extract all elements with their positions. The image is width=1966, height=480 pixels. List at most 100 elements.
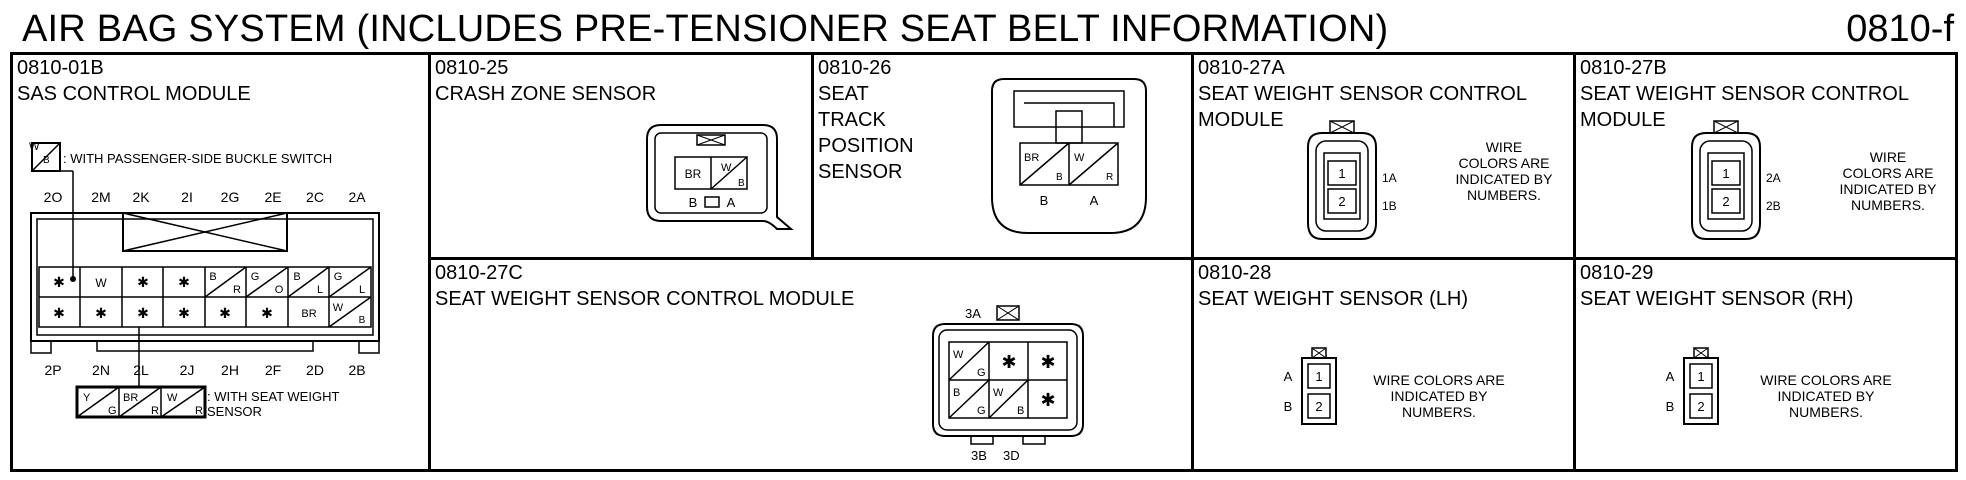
svg-text:✱: ✱	[219, 305, 231, 321]
svg-text:2B: 2B	[1766, 199, 1781, 213]
svg-text:1B: 1B	[1382, 199, 1397, 213]
svg-text:✱: ✱	[1001, 352, 1016, 372]
connector-name: SAS CONTROL MODULE	[17, 83, 251, 105]
connector-code: 0810-26	[818, 57, 892, 79]
svg-text:✱: ✱	[261, 305, 273, 321]
svg-text:A: A	[1090, 193, 1099, 208]
pin-label: 2M	[91, 189, 110, 205]
svg-text:G: G	[977, 367, 986, 379]
svg-text:BR: BR	[301, 308, 316, 320]
connector-0810-25: 0810-25 CRASH ZONE SENSOR BR W B B A	[431, 55, 811, 257]
svg-text:3A: 3A	[965, 306, 981, 321]
connector-code: 0810-27B	[1580, 57, 1667, 79]
connector-0810-29: 0810-29 SEAT WEIGHT SENSOR (RH) 1 2 A B …	[1576, 260, 1958, 469]
connector-grid: 0810-01B SAS CONTROL MODULE 2O 2M 2K 2I …	[10, 52, 1958, 472]
connector-name: SEAT	[818, 83, 869, 105]
svg-text:A: A	[1666, 369, 1675, 384]
pin-label: 2I	[181, 189, 193, 205]
connector-code: 0810-27C	[435, 262, 523, 284]
svg-text:2: 2	[1697, 399, 1704, 414]
divider	[1191, 55, 1194, 469]
svg-text:W: W	[953, 349, 964, 361]
connector-name: POSITION	[818, 135, 914, 157]
connector-code: 0810-27A	[1198, 57, 1285, 79]
connector-0810-28: 0810-28 SEAT WEIGHT SENSOR (LH) 1 2 A B …	[1194, 260, 1573, 469]
connector-code: 0810-01B	[17, 57, 104, 79]
svg-text:2J: 2J	[180, 362, 195, 378]
svg-text:✱: ✱	[53, 305, 65, 321]
svg-text:2P: 2P	[44, 362, 61, 378]
sas-connector-drawing: 2O 2M 2K 2I 2G 2E 2C 2A	[30, 142, 380, 419]
svg-text:2D: 2D	[306, 362, 324, 378]
svg-text:W: W	[167, 392, 178, 404]
svg-text:1: 1	[1697, 369, 1704, 384]
svg-text:✱: ✱	[178, 274, 190, 290]
connector-drawing: 1 2 A B	[1666, 347, 1719, 425]
pin-label: 2K	[132, 189, 150, 205]
svg-text:A: A	[1284, 369, 1293, 384]
svg-text:Y: Y	[83, 392, 91, 404]
svg-text:B: B	[1040, 193, 1049, 208]
pin-label: 2O	[44, 189, 63, 205]
svg-text:R: R	[1106, 172, 1113, 183]
svg-text:✱: ✱	[53, 274, 65, 290]
svg-text:O: O	[275, 284, 284, 296]
svg-text:2: 2	[1722, 194, 1729, 209]
svg-text:W: W	[95, 276, 107, 290]
svg-text:✱: ✱	[137, 274, 149, 290]
connector-0810-01b: 0810-01B SAS CONTROL MODULE 2O 2M 2K 2I …	[13, 55, 428, 469]
svg-text:R: R	[151, 405, 159, 417]
wire-color-w: W	[29, 141, 40, 153]
divider	[1573, 55, 1576, 469]
pin-grid	[38, 266, 372, 328]
svg-text:✱: ✱	[1040, 352, 1055, 372]
svg-text:G: G	[251, 271, 260, 283]
svg-text:B: B	[209, 271, 216, 283]
connector-name: SEAT WEIGHT SENSOR CONTROL MODULE	[435, 288, 855, 310]
svg-text:W: W	[333, 302, 344, 314]
note-weight-sensor-1: : WITH SEAT WEIGHT	[207, 389, 340, 404]
divider	[428, 257, 1958, 260]
svg-text:G: G	[334, 271, 343, 283]
connector-drawing: 1 2 2A 2B	[1691, 120, 1781, 240]
svg-text:B: B	[293, 271, 300, 283]
svg-text:1: 1	[1315, 369, 1322, 384]
note-buckle-switch: : WITH PASSENGER-SIDE BUCKLE SWITCH	[63, 151, 333, 166]
connector-code: 0810-25	[435, 57, 509, 79]
svg-text:L: L	[359, 284, 365, 296]
svg-text:✱: ✱	[137, 305, 149, 321]
svg-text:3D: 3D	[1003, 448, 1020, 462]
connector-name: MODULE	[1580, 109, 1666, 131]
connector-name: CRASH ZONE SENSOR	[435, 83, 657, 105]
svg-text:R: R	[195, 405, 203, 417]
svg-text:✱: ✱	[95, 305, 107, 321]
bottom-pin-labels: 2P 2N 2L 2J 2H 2F 2D 2B	[44, 362, 365, 378]
divider	[811, 55, 814, 257]
svg-text:B: B	[953, 387, 960, 399]
svg-text:B: B	[1056, 172, 1063, 183]
connector-code: 0810-29	[1580, 262, 1654, 284]
connector-name: SENSOR	[818, 161, 903, 183]
svg-text:2L: 2L	[133, 362, 149, 378]
page-title: AIR BAG SYSTEM (INCLUDES PRE-TENSIONER S…	[22, 8, 1389, 50]
svg-text:BR: BR	[123, 392, 138, 404]
wire-color-b: B	[43, 155, 50, 166]
svg-text:2: 2	[1338, 194, 1345, 209]
svg-text:2: 2	[1315, 399, 1322, 414]
svg-text:W: W	[993, 387, 1004, 399]
svg-text:2A: 2A	[1766, 171, 1781, 185]
svg-text:3B: 3B	[971, 448, 987, 462]
svg-text:2B: 2B	[348, 362, 365, 378]
svg-text:BR: BR	[685, 167, 702, 181]
svg-text:✱: ✱	[1040, 390, 1055, 410]
connector-name: SEAT WEIGHT SENSOR CONTROL	[1198, 83, 1527, 105]
svg-text:B: B	[1666, 399, 1675, 414]
svg-text:2H: 2H	[221, 362, 239, 378]
svg-text:G: G	[977, 405, 986, 417]
svg-text:1A: 1A	[1382, 171, 1397, 185]
weight-module-connector-drawing: 3A W G B G W B ✱ ✱ ✱ 3B 3D	[932, 305, 1084, 462]
